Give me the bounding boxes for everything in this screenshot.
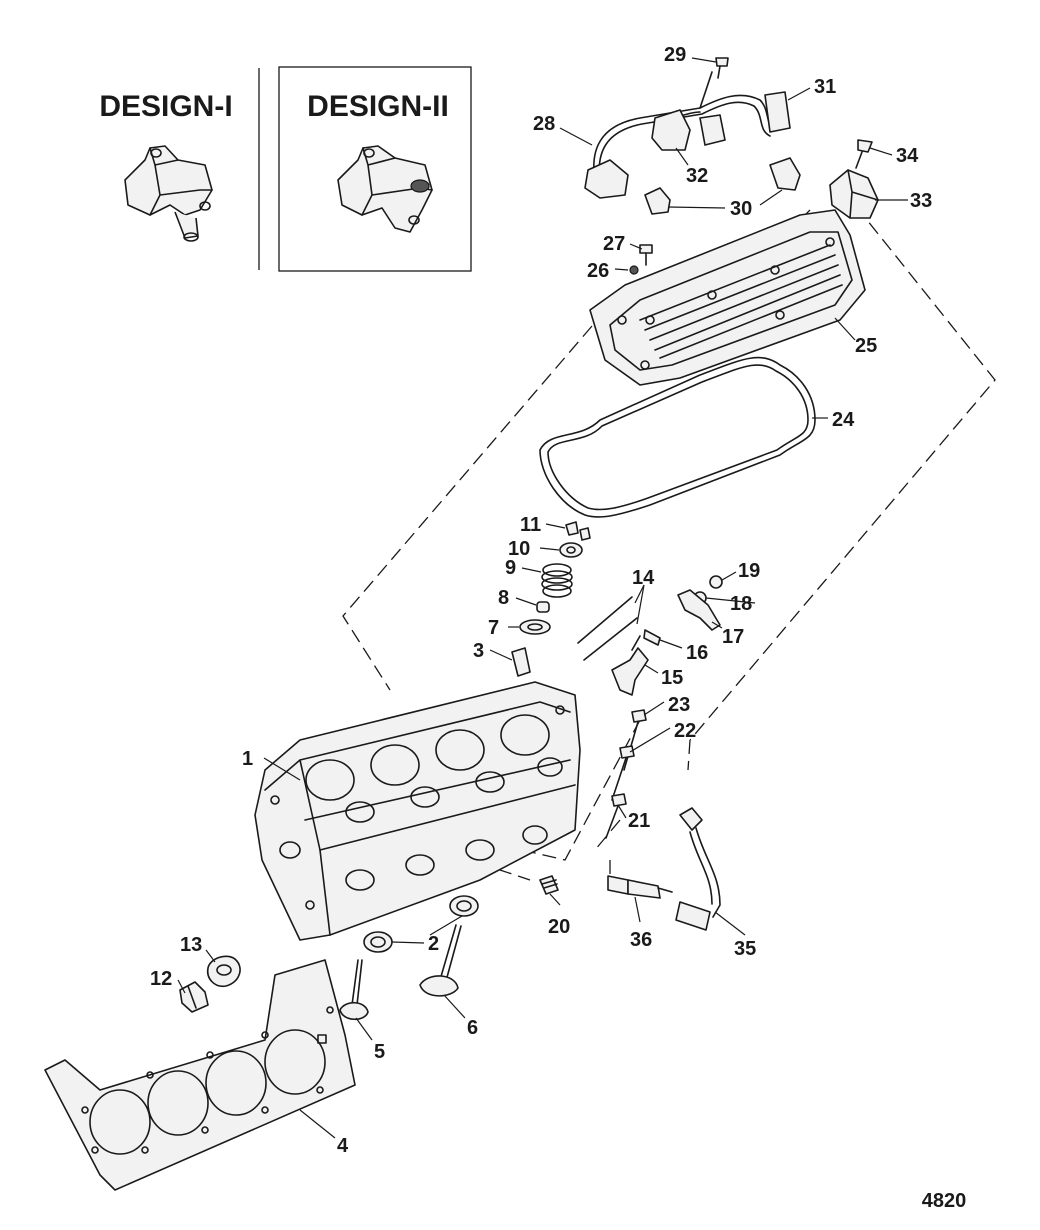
nut-19 [709, 575, 723, 589]
retainer-10 [559, 542, 583, 558]
callout-labels: 1 2 2 3 4 5 6 7 8 9 10 11 12 13 14 15 16… [150, 44, 932, 1157]
callout-10: 10 [508, 538, 530, 560]
callout-8: 8 [498, 587, 509, 609]
callout-33: 33 [910, 190, 932, 212]
callout-13: 13 [180, 934, 202, 956]
shim-7 [519, 619, 551, 635]
seal-8 [536, 601, 550, 613]
callout-21: 21 [628, 810, 650, 832]
callout-23: 23 [668, 694, 690, 716]
valve-cover [589, 209, 866, 386]
callout-27: 27 [603, 233, 625, 255]
callout-35: 35 [734, 938, 756, 960]
seal-2b-hole [456, 900, 472, 912]
spark-plug-wire [675, 807, 721, 931]
cylinder-head [254, 681, 581, 941]
seal-2a [363, 931, 393, 953]
pushrod-a [577, 596, 633, 644]
bolt-27 [639, 244, 653, 266]
gasket-13 [206, 955, 241, 988]
callout-9: 9 [505, 557, 516, 579]
callout-30: 30 [730, 198, 752, 220]
assembly-line-bolt [594, 819, 621, 851]
shim-7-hole [527, 623, 543, 631]
design-ii-label: DESIGN-II [307, 90, 449, 123]
callout-2a: 2 [428, 933, 439, 955]
assembly-line-lower [521, 719, 641, 861]
callout-19: 19 [738, 560, 760, 582]
assembly-line-right [689, 189, 996, 741]
callout-22: 22 [674, 720, 696, 742]
callout-4: 4 [337, 1135, 349, 1157]
callout-28: 28 [533, 113, 555, 135]
callout-11: 11 [520, 514, 541, 536]
ignition-coil-design-ii [337, 145, 433, 233]
stud-16 [643, 629, 661, 646]
callout-34: 34 [896, 145, 919, 167]
ignition-coil-design-i [124, 145, 213, 242]
callout-18: 18 [730, 593, 752, 615]
bolt-22 [611, 745, 635, 801]
callout-6: 6 [467, 1017, 478, 1039]
grommet-26 [629, 265, 639, 275]
guide-3 [511, 647, 531, 677]
valve-lock-11 [565, 521, 591, 541]
callout-36: 36 [630, 929, 652, 951]
rocker-arm-17 [677, 589, 721, 631]
valve-spring-9 [541, 563, 573, 598]
callout-20: 20 [548, 916, 570, 938]
seal-2a-hole [370, 936, 386, 948]
callout-31: 31 [814, 76, 836, 98]
callout-3: 3 [473, 640, 484, 662]
bolt-23 [623, 709, 647, 771]
wiring-harness [584, 71, 801, 215]
callout-17: 17 [722, 626, 744, 648]
valve-cover-gasket-inner [547, 364, 809, 511]
pushrod-b [583, 617, 638, 661]
callout-14: 14 [632, 567, 655, 589]
fitting-12 [179, 981, 209, 1013]
design-ii-frame [278, 66, 472, 272]
callout-26: 26 [587, 260, 609, 282]
spark-plug [607, 875, 673, 899]
assembly-line-wire [687, 739, 691, 771]
figure-number: 4820 [922, 1190, 967, 1212]
retainer-10-hole [566, 546, 576, 554]
bolt-29 [715, 57, 729, 79]
bolt-21 [605, 793, 627, 839]
ignition-coil-33 [829, 169, 879, 219]
seal-2b [449, 895, 479, 917]
callout-24: 24 [832, 409, 855, 431]
callout-29: 29 [664, 44, 686, 66]
callout-12: 12 [150, 968, 172, 990]
callout-16: 16 [686, 642, 708, 664]
design-i-label: DESIGN-I [99, 90, 232, 123]
assembly-line-left [342, 325, 593, 691]
guide-plate-15 [611, 647, 649, 696]
callout-1: 1 [242, 748, 253, 770]
leader-lines [177, 57, 908, 1139]
callout-32: 32 [686, 165, 708, 187]
callout-7: 7 [488, 617, 499, 639]
valve-5 [339, 959, 369, 1021]
bolt-34 [855, 139, 873, 169]
callout-25: 25 [855, 335, 877, 357]
stud-16-shank [631, 635, 641, 651]
valve-cover-gasket [539, 356, 816, 518]
valve-6 [419, 924, 462, 997]
callout-15: 15 [661, 667, 683, 689]
callout-5: 5 [374, 1041, 385, 1063]
head-gasket [44, 959, 356, 1191]
seat-20 [539, 875, 559, 895]
